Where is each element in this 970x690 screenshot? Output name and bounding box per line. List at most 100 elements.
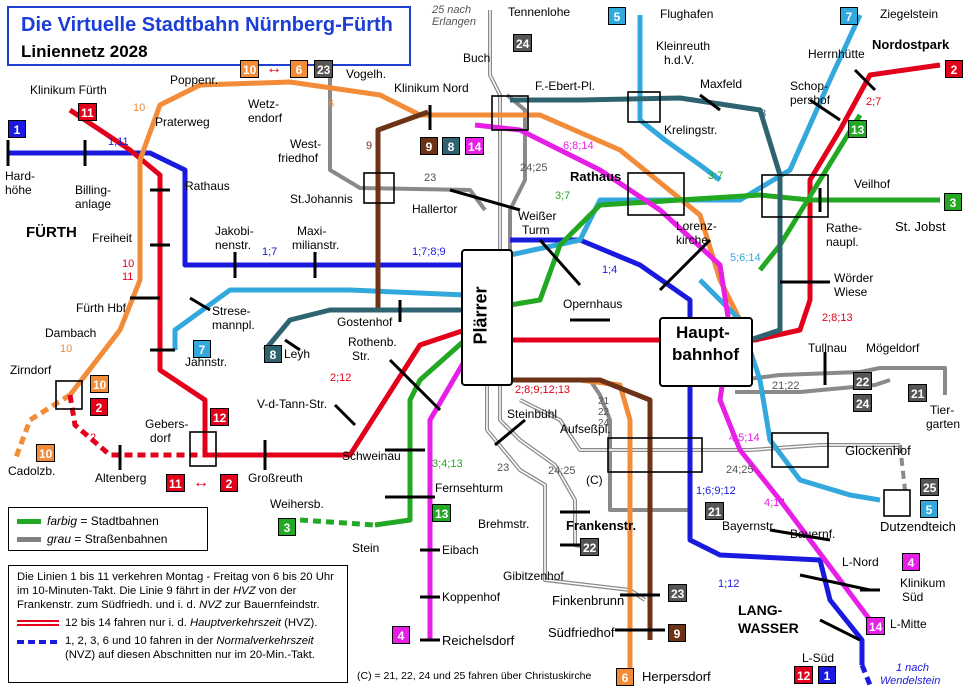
line-badge-b2-zirndorf: 2 [90, 398, 108, 416]
line-label-l5-6-14: 5;6;14 [730, 252, 761, 264]
line-green-south [374, 338, 467, 528]
region-fuerth: FÜRTH [26, 224, 77, 241]
line-label-l4-5-14: 4;5;14 [729, 432, 760, 444]
station-maxfeld: Maxfeld [700, 77, 743, 91]
station-weihersb: Weihersb. [270, 497, 324, 511]
legend-stadtbahn: farbig = Stadtbahnen [17, 514, 159, 528]
station-veilhof: Veilhof [854, 177, 891, 191]
station-hallertor: Hallertor [412, 202, 458, 216]
station-freiheit: Freiheit [92, 231, 133, 245]
line-badge-b2-nordostpark: 2 [945, 60, 963, 78]
legend-gray-swatch [17, 536, 41, 542]
line-badge-b8-kn: 8 [442, 137, 460, 155]
station-altenberg: Altenberg [95, 471, 147, 485]
line-badge-b9-kn: 9 [420, 137, 438, 155]
info-hvz: 12 bis 14 fahren nur i. d. Hauptverkehrs… [17, 616, 339, 630]
station-billing-2: anlage [75, 197, 112, 211]
legend-strassenbahn-text: = Straßenbahnen [71, 532, 168, 546]
line-cyan-north [637, 15, 722, 182]
footnote-christuskirche: (C) = 21, 22, 24 und 25 fahren über Chri… [357, 670, 592, 682]
station-l-nord: L-Nord [842, 555, 879, 569]
interchange-boxes [55, 91, 911, 517]
line-badge-b21-tiergarten: 21 [908, 384, 928, 402]
station-rothenb-1: Rothenb. [348, 335, 397, 349]
line-badge-b22-gibitz: 22 [580, 538, 600, 556]
station-gibitzenhof: Gibitzenhof [503, 569, 564, 583]
line-label-l24-25b: 24;25 [548, 465, 576, 477]
line-label-l24-25: 24;25 [520, 162, 548, 174]
station-tullnau: Tullnau [808, 341, 847, 355]
line-label-l10-11: 10 11 [122, 258, 135, 283]
line-badge-b7-ziegelstein: 7 [840, 7, 858, 25]
hub-hbf-label-2: bahnhof [672, 345, 740, 364]
line-label-l1-6-9-12: 1;6;9;12 [696, 485, 736, 497]
line-badge-b14-lmitte: 14 [866, 617, 886, 635]
region-langwasser-2: WASSER [738, 620, 799, 636]
station-praterweg: Praterweg [155, 115, 210, 129]
line-badge-b25-dutzend: 25 [920, 478, 940, 496]
arrow-10-6-icon: ↔ [266, 60, 282, 77]
station-westfriedhof-2: friedhof [278, 151, 319, 165]
station-suedfriedhof: Südfriedhof [548, 625, 615, 640]
line-badge-b1-hardhoehe: 1 [8, 120, 26, 138]
line-badge-b6-poppenr: 6 [290, 60, 308, 78]
line-cyan-ziegel [509, 13, 863, 258]
legend-stadtbahn-em: farbig [47, 514, 78, 528]
line-label-l3-4-13: 3;4;13 [432, 458, 463, 470]
station-weisser-turm-1: Weißer [518, 209, 557, 223]
tram-line-21-22-east [739, 366, 947, 395]
line-label-l10: 10 [133, 102, 146, 114]
station-rathaus-nuernberg: Rathaus [570, 169, 622, 184]
station-gebersdorf-2: dorf [150, 431, 171, 445]
hub-plaerrer-label: Plärrer [470, 286, 491, 345]
station-fuerth-hbf: Fürth Hbf [76, 301, 127, 315]
hub-hbf-label-1: Haupt- [676, 323, 730, 342]
station-nordostpark: Nordostpark [872, 37, 950, 52]
station-frankenstr: Frankenstr. [566, 518, 637, 533]
station-woerder-2: Wiese [834, 285, 868, 299]
station-zirndorf: Zirndorf [10, 363, 52, 377]
station-weisser-turm-2: Turm [522, 223, 550, 237]
station-st-johannis: St.Johannis [290, 192, 353, 206]
station-leyh: Leyh [284, 347, 311, 361]
line-magenta-south [427, 358, 468, 640]
line-label-l2-7: 2;7 [866, 96, 882, 108]
line-label-l23b: 23 [497, 462, 510, 474]
station-f-ebert-pl: F.-Ebert-Pl. [535, 79, 596, 93]
station-lorenzkirche-1: Lorenz- [676, 219, 717, 233]
line-badge-b21-frankenstr: 21 [705, 502, 725, 520]
station-st-jobst: St. Jobst [895, 219, 946, 234]
station-jakobinenstr-2: nenstr. [215, 238, 252, 252]
line-badge-b4-klinikumsued: 4 [902, 553, 920, 571]
line-badge-b23-finkenbrunn: 23 [668, 584, 688, 602]
station-ticks [6, 68, 880, 642]
line-badge-b6-herpersdorf: 6 [616, 668, 634, 686]
station-grossreuth: Großreuth [248, 471, 303, 485]
tram-line-25-dashed [898, 444, 907, 491]
station-wetzendorf-1: Wetz- [248, 97, 280, 111]
line-badge-b8-leyh: 8 [264, 345, 282, 363]
station-vogelh: Vogelh. [346, 67, 387, 81]
hvz-swatch [17, 620, 59, 626]
nvz-swatch [17, 640, 59, 644]
station-gostenhof: Gostenhof [337, 315, 393, 329]
station-kleinreuth-2: h.d.V. [664, 53, 695, 67]
station-hardhoehe-2: höhe [5, 183, 32, 197]
line-label-l10-dambach: 10 [60, 343, 73, 355]
line-badge-b10-cadolzb: 10 [36, 444, 56, 462]
station-tiergarten-1: Tier- [930, 403, 955, 417]
tram-line-21-south [588, 378, 690, 512]
line-label-l24-25c: 24;25 [726, 464, 754, 476]
station-maximilianstr-2: milianstr. [292, 238, 340, 252]
station-opernhaus: Opernhaus [563, 297, 623, 311]
station-gebersdorf-1: Gebers- [145, 417, 189, 431]
station-schoppershof-2: pershof [790, 93, 831, 107]
station-rathenaupl-2: naupl. [826, 235, 859, 249]
line-label-l21-22-24: 21 22 24 [598, 396, 610, 429]
line-darkteal [263, 307, 465, 352]
map-subtitle: Liniennetz 2028 [21, 42, 148, 61]
station-cadolzb: Cadolzb. [8, 464, 56, 478]
line-label-l6-8-14: 6;8;14 [563, 140, 594, 152]
line-label-l3-7b: 3;7 [708, 170, 724, 182]
